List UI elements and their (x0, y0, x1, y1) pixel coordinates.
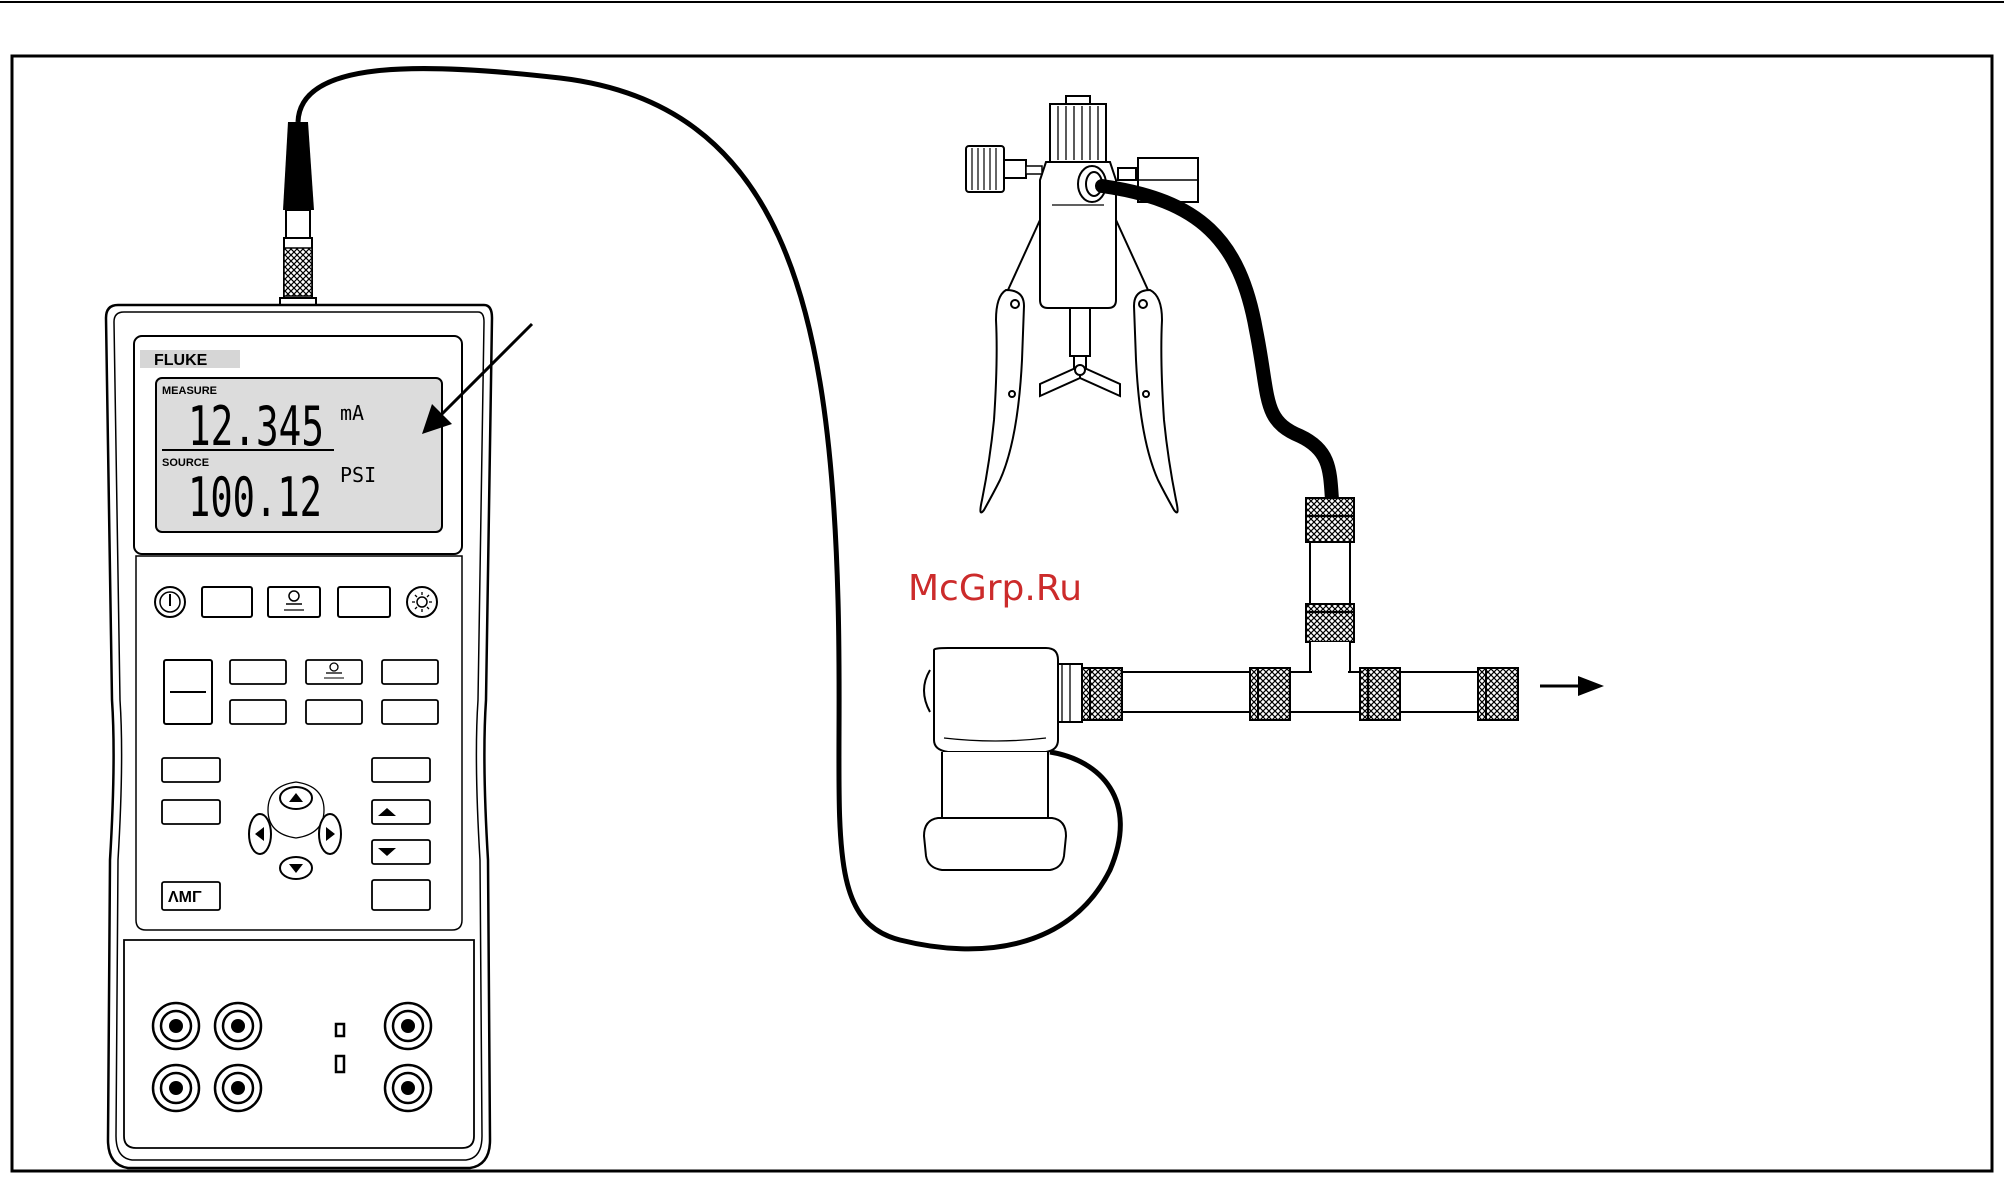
outlet-fitting (1478, 668, 1518, 720)
right-key-1[interactable] (372, 758, 430, 782)
tee-fitting-top (1306, 604, 1354, 642)
module-base (924, 818, 1066, 870)
left-key-2[interactable] (162, 800, 220, 824)
function-key-2[interactable] (338, 587, 390, 617)
pressure-manifold (1082, 498, 1518, 720)
arrow-down-button[interactable] (280, 857, 312, 879)
key-row2-c[interactable] (382, 700, 438, 724)
source-unit: PSI (340, 463, 376, 487)
jack-marker-1 (336, 1024, 344, 1036)
tee-fitting-left (1250, 668, 1290, 720)
flow-arrow-icon (1540, 676, 1604, 696)
ramp-button[interactable]: ΛMΓ (162, 882, 220, 910)
brand-label: FLUKE (154, 352, 208, 369)
jack-6[interactable] (385, 1065, 431, 1111)
tee-fitting-right (1360, 668, 1400, 720)
module-body (942, 752, 1048, 818)
down-step-button[interactable] (372, 840, 430, 864)
calibrator: FLUKE MEASURE 12.345 mA SOURCE 100.12 PS… (106, 122, 492, 1168)
jack-1[interactable] (153, 1003, 199, 1049)
jack-3[interactable] (153, 1065, 199, 1111)
key-row2-a[interactable] (230, 700, 286, 724)
hand-pump (966, 96, 1198, 512)
pump-handle-left (980, 290, 1024, 512)
watermark: McGrp.Ru (908, 568, 1082, 609)
module-head (934, 648, 1058, 752)
arrow-left-button[interactable] (249, 814, 271, 854)
pressure-zero-button[interactable] (268, 587, 320, 617)
jack-2[interactable] (215, 1003, 261, 1049)
module-fitting (1082, 668, 1122, 720)
backlight-button[interactable] (407, 587, 437, 617)
pressure-zero-icon (330, 663, 338, 671)
left-key-1[interactable] (162, 758, 220, 782)
measure-unit: mA (340, 401, 364, 425)
pump-handle-right (1134, 290, 1178, 512)
source-value: 100.12 (188, 466, 322, 529)
jack-4[interactable] (215, 1065, 261, 1111)
jack-marker-2 (336, 1056, 344, 1072)
ramp-icon: ΛMΓ (168, 889, 202, 906)
arrow-up-button[interactable] (280, 787, 312, 809)
arrow-right-button[interactable] (319, 814, 341, 854)
hose-fitting (1306, 498, 1354, 542)
key-row1-c[interactable] (382, 660, 438, 684)
key-row2-b[interactable] (306, 700, 362, 724)
pressure-module (924, 648, 1082, 870)
function-key-1[interactable] (202, 587, 252, 617)
cable-connector (280, 122, 316, 310)
measure-value: 12.345 (188, 395, 324, 458)
power-button[interactable] (155, 587, 185, 617)
up-step-button[interactable] (372, 800, 430, 824)
right-key-4[interactable] (372, 880, 430, 910)
pressure-zero-key-2[interactable] (306, 660, 362, 684)
key-row1-a[interactable] (230, 660, 286, 684)
jack-5[interactable] (385, 1003, 431, 1049)
backlight-icon (412, 592, 432, 612)
manifold-pipe (1118, 672, 1518, 712)
